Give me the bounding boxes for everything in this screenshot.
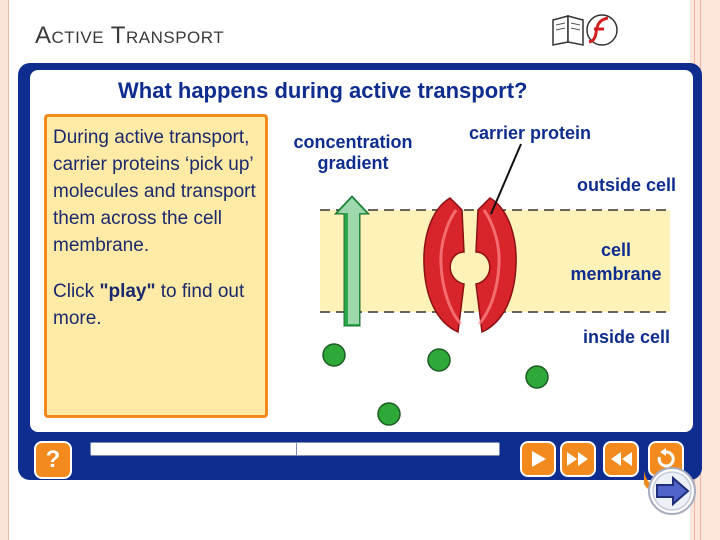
- carrier-protein: [423, 197, 517, 334]
- book-icon[interactable]: [552, 15, 584, 46]
- progress-track[interactable]: [90, 442, 500, 456]
- info-box: During active transport, carrier protein…: [44, 114, 268, 418]
- arrow-right-icon: [656, 475, 690, 507]
- label-concentration-gradient: concentration gradient: [293, 132, 413, 173]
- slide-border-left: [0, 0, 9, 540]
- molecule: [427, 348, 451, 372]
- rewind-button[interactable]: [603, 441, 639, 477]
- fast-forward-button[interactable]: [560, 441, 596, 477]
- info-text-2-before: Click: [53, 281, 100, 302]
- slide-title: Active Transport: [35, 22, 225, 49]
- replay-icon: [657, 448, 675, 468]
- next-slide-button[interactable]: [640, 460, 700, 520]
- info-text-2-bold: "play": [99, 281, 156, 302]
- label-outside-cell: outside cell: [576, 175, 676, 195]
- molecule: [525, 365, 549, 389]
- progress-divider: [296, 442, 297, 456]
- panel-question: What happens during active transport?: [118, 78, 528, 103]
- rewind-icon: [611, 452, 632, 466]
- active-transport-diagram: concentration gradient carrier protein o…: [278, 114, 690, 436]
- fast-forward-icon: [567, 452, 588, 466]
- carrier-pointer: [490, 143, 522, 215]
- help-button[interactable]: ?: [34, 441, 72, 479]
- label-carrier-protein: carrier protein: [468, 123, 592, 143]
- top-icons: [550, 12, 620, 48]
- play-button[interactable]: [520, 441, 556, 477]
- flash-icon[interactable]: [586, 14, 618, 46]
- molecule: [377, 402, 401, 426]
- info-text-2-after: to find out more.: [53, 281, 245, 329]
- info-text-1: During active transport, carrier protein…: [53, 127, 256, 256]
- play-icon: [532, 451, 546, 467]
- gradient-arrow: [333, 195, 371, 327]
- molecule: [322, 343, 346, 367]
- info-text-2: Click "play" to find out more.: [53, 278, 259, 332]
- label-inside-cell: inside cell: [582, 327, 670, 347]
- label-cell-membrane: cell membrane: [570, 240, 662, 284]
